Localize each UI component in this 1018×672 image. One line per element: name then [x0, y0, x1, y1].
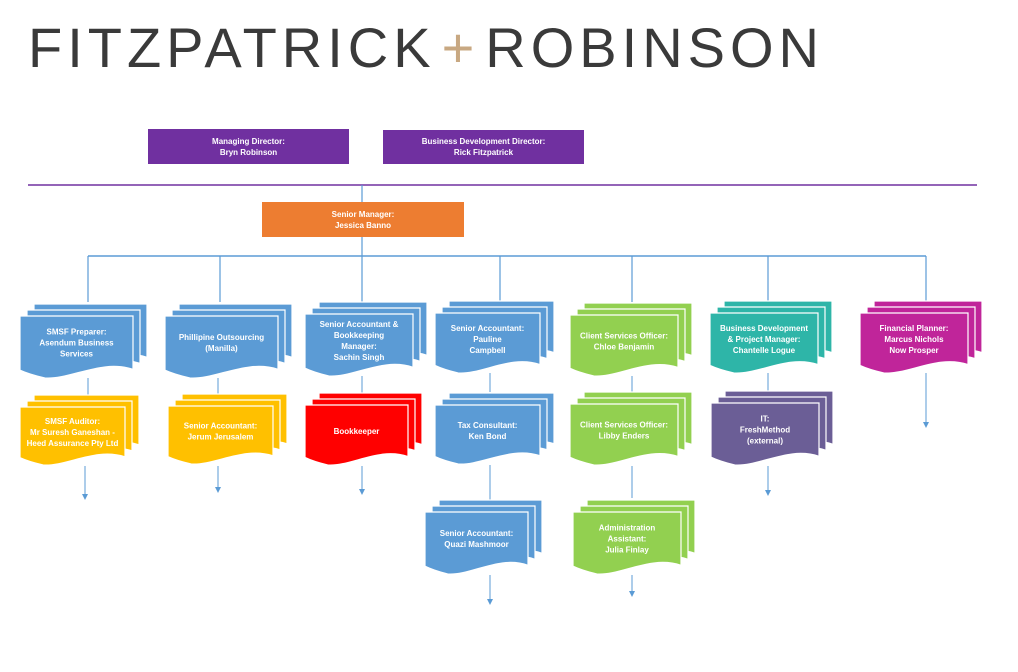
node-phil-outsourcing: Phillipine Outsourcing (Manilla)	[164, 303, 293, 379]
document-shape	[709, 312, 819, 374]
logo-right: ROBINSON	[485, 16, 824, 79]
node-text-line: Sachin Singh	[334, 353, 385, 362]
logo-left: FITZPATRICK	[28, 16, 436, 79]
node-text-line: Marcus Nichols	[884, 335, 944, 344]
node-text-line: Assistant:	[608, 535, 647, 544]
node-text-line: (external)	[747, 437, 783, 446]
node-text-line: Bookkeeper	[334, 427, 380, 436]
managing-director-role: Managing Director:	[212, 136, 285, 146]
node-text-line: Bookkeeping	[334, 331, 384, 340]
document-shape	[859, 312, 969, 374]
senior-manager-box: Senior Manager: Jessica Banno	[262, 202, 464, 237]
node-text-line: SMSF Auditor:	[45, 417, 100, 426]
node-phil-senior: Senior Accountant: Jerum Jerusalem	[167, 393, 288, 465]
node-text-line: Campbell	[469, 346, 505, 355]
node-text-line: Ken Bond	[469, 432, 507, 441]
bdd-role: Business Development Director:	[421, 137, 546, 146]
node-text-line: Jerum Jerusalem	[188, 432, 254, 441]
document-shape	[434, 404, 541, 465]
node-text-line: Manager:	[341, 342, 377, 351]
node-bd-chantelle: Business Development & Project Manager: Ch…	[709, 300, 833, 374]
node-text-line: Services	[60, 350, 93, 359]
node-text-line: Phillipine Outsourcing	[179, 333, 264, 342]
node-text-line: Tax Consultant:	[458, 421, 518, 430]
node-text-line: Chantelle Logue	[733, 346, 796, 355]
node-text-line: Administration	[599, 524, 656, 533]
node-text-line: Chloe Benjamin	[594, 343, 655, 352]
node-text-line: & Project Manager:	[728, 335, 801, 344]
senior-manager-name: Jessica Banno	[334, 220, 392, 230]
node-text-line: Client Services Officer:	[580, 332, 668, 341]
node-text-line: Mr Suresh Ganeshan -	[30, 428, 115, 437]
business-development-director-box: Business Development Director: Rick Fitz…	[383, 130, 584, 164]
node-cso-chloe: Client Services Officer: Chloe Benjamin	[569, 302, 693, 377]
node-text-line: Now Prosper	[889, 346, 938, 355]
node-bookkeeper: Bookkeeper	[304, 392, 423, 466]
document-shape	[304, 313, 414, 377]
document-shape	[164, 315, 279, 379]
node-shapes: SMSF Preparer:Asendum BusinessServicesSM…	[19, 300, 983, 575]
document-shape	[167, 405, 274, 465]
node-text-line: Heed Assurance Pty Ltd	[27, 439, 119, 448]
node-text-line: Senior Accountant:	[440, 529, 513, 538]
node-text-line: Pauline	[473, 335, 502, 344]
node-text-line: Senior Accountant:	[184, 421, 257, 430]
connector-lines	[28, 184, 977, 605]
document-shape	[710, 402, 820, 466]
node-text-line: Client Services Officer:	[580, 421, 668, 430]
logo-plus: +	[441, 16, 480, 79]
node-cso-libby: Client Services Officer: Libby Enders	[569, 391, 693, 466]
node-text-line: Senior Accountant &	[320, 320, 399, 329]
document-shape	[569, 403, 679, 466]
document-shape	[19, 406, 126, 466]
node-text-line: Libby Enders	[599, 432, 650, 441]
node-tax-consultant: Tax Consultant: Ken Bond	[434, 392, 555, 465]
bdd-name: Rick Fitzpatrick	[453, 148, 514, 157]
node-smsf-auditor: SMSF Auditor: Mr Suresh Ganeshan - Heed As…	[19, 394, 140, 466]
managing-director-name: Bryn Robinson	[219, 147, 278, 157]
company-logo: FITZPATRICK+ROBINSON	[28, 18, 824, 78]
node-text-line: Financial Planner:	[880, 324, 949, 333]
document-shape	[304, 404, 409, 466]
document-shape	[19, 315, 134, 379]
document-shape	[572, 511, 682, 575]
node-text-line: (Manilla)	[205, 344, 238, 353]
document-shape	[569, 314, 679, 377]
node-text-line: Julia Finlay	[605, 546, 649, 555]
node-text-line: Senior Accountant:	[451, 324, 524, 333]
node-text-line: Business Development	[720, 324, 808, 333]
managing-director-box: Managing Director: Bryn Robinson	[148, 129, 349, 164]
document-shape	[424, 511, 529, 575]
node-text-line: Asendum Business	[39, 339, 114, 348]
node-sa-quazi: Senior Accountant: Quazi Mashmoor	[424, 499, 543, 575]
node-text-line: SMSF Preparer:	[46, 328, 106, 337]
node-it-fresh: IT: FreshMethod (external)	[710, 390, 834, 466]
senior-manager-role: Senior Manager:	[331, 209, 395, 219]
node-text-line: Quazi Mashmoor	[444, 540, 508, 549]
node-text-line: IT:	[761, 415, 770, 424]
document-shape	[434, 312, 541, 374]
node-text-line: FreshMethod	[740, 426, 790, 435]
